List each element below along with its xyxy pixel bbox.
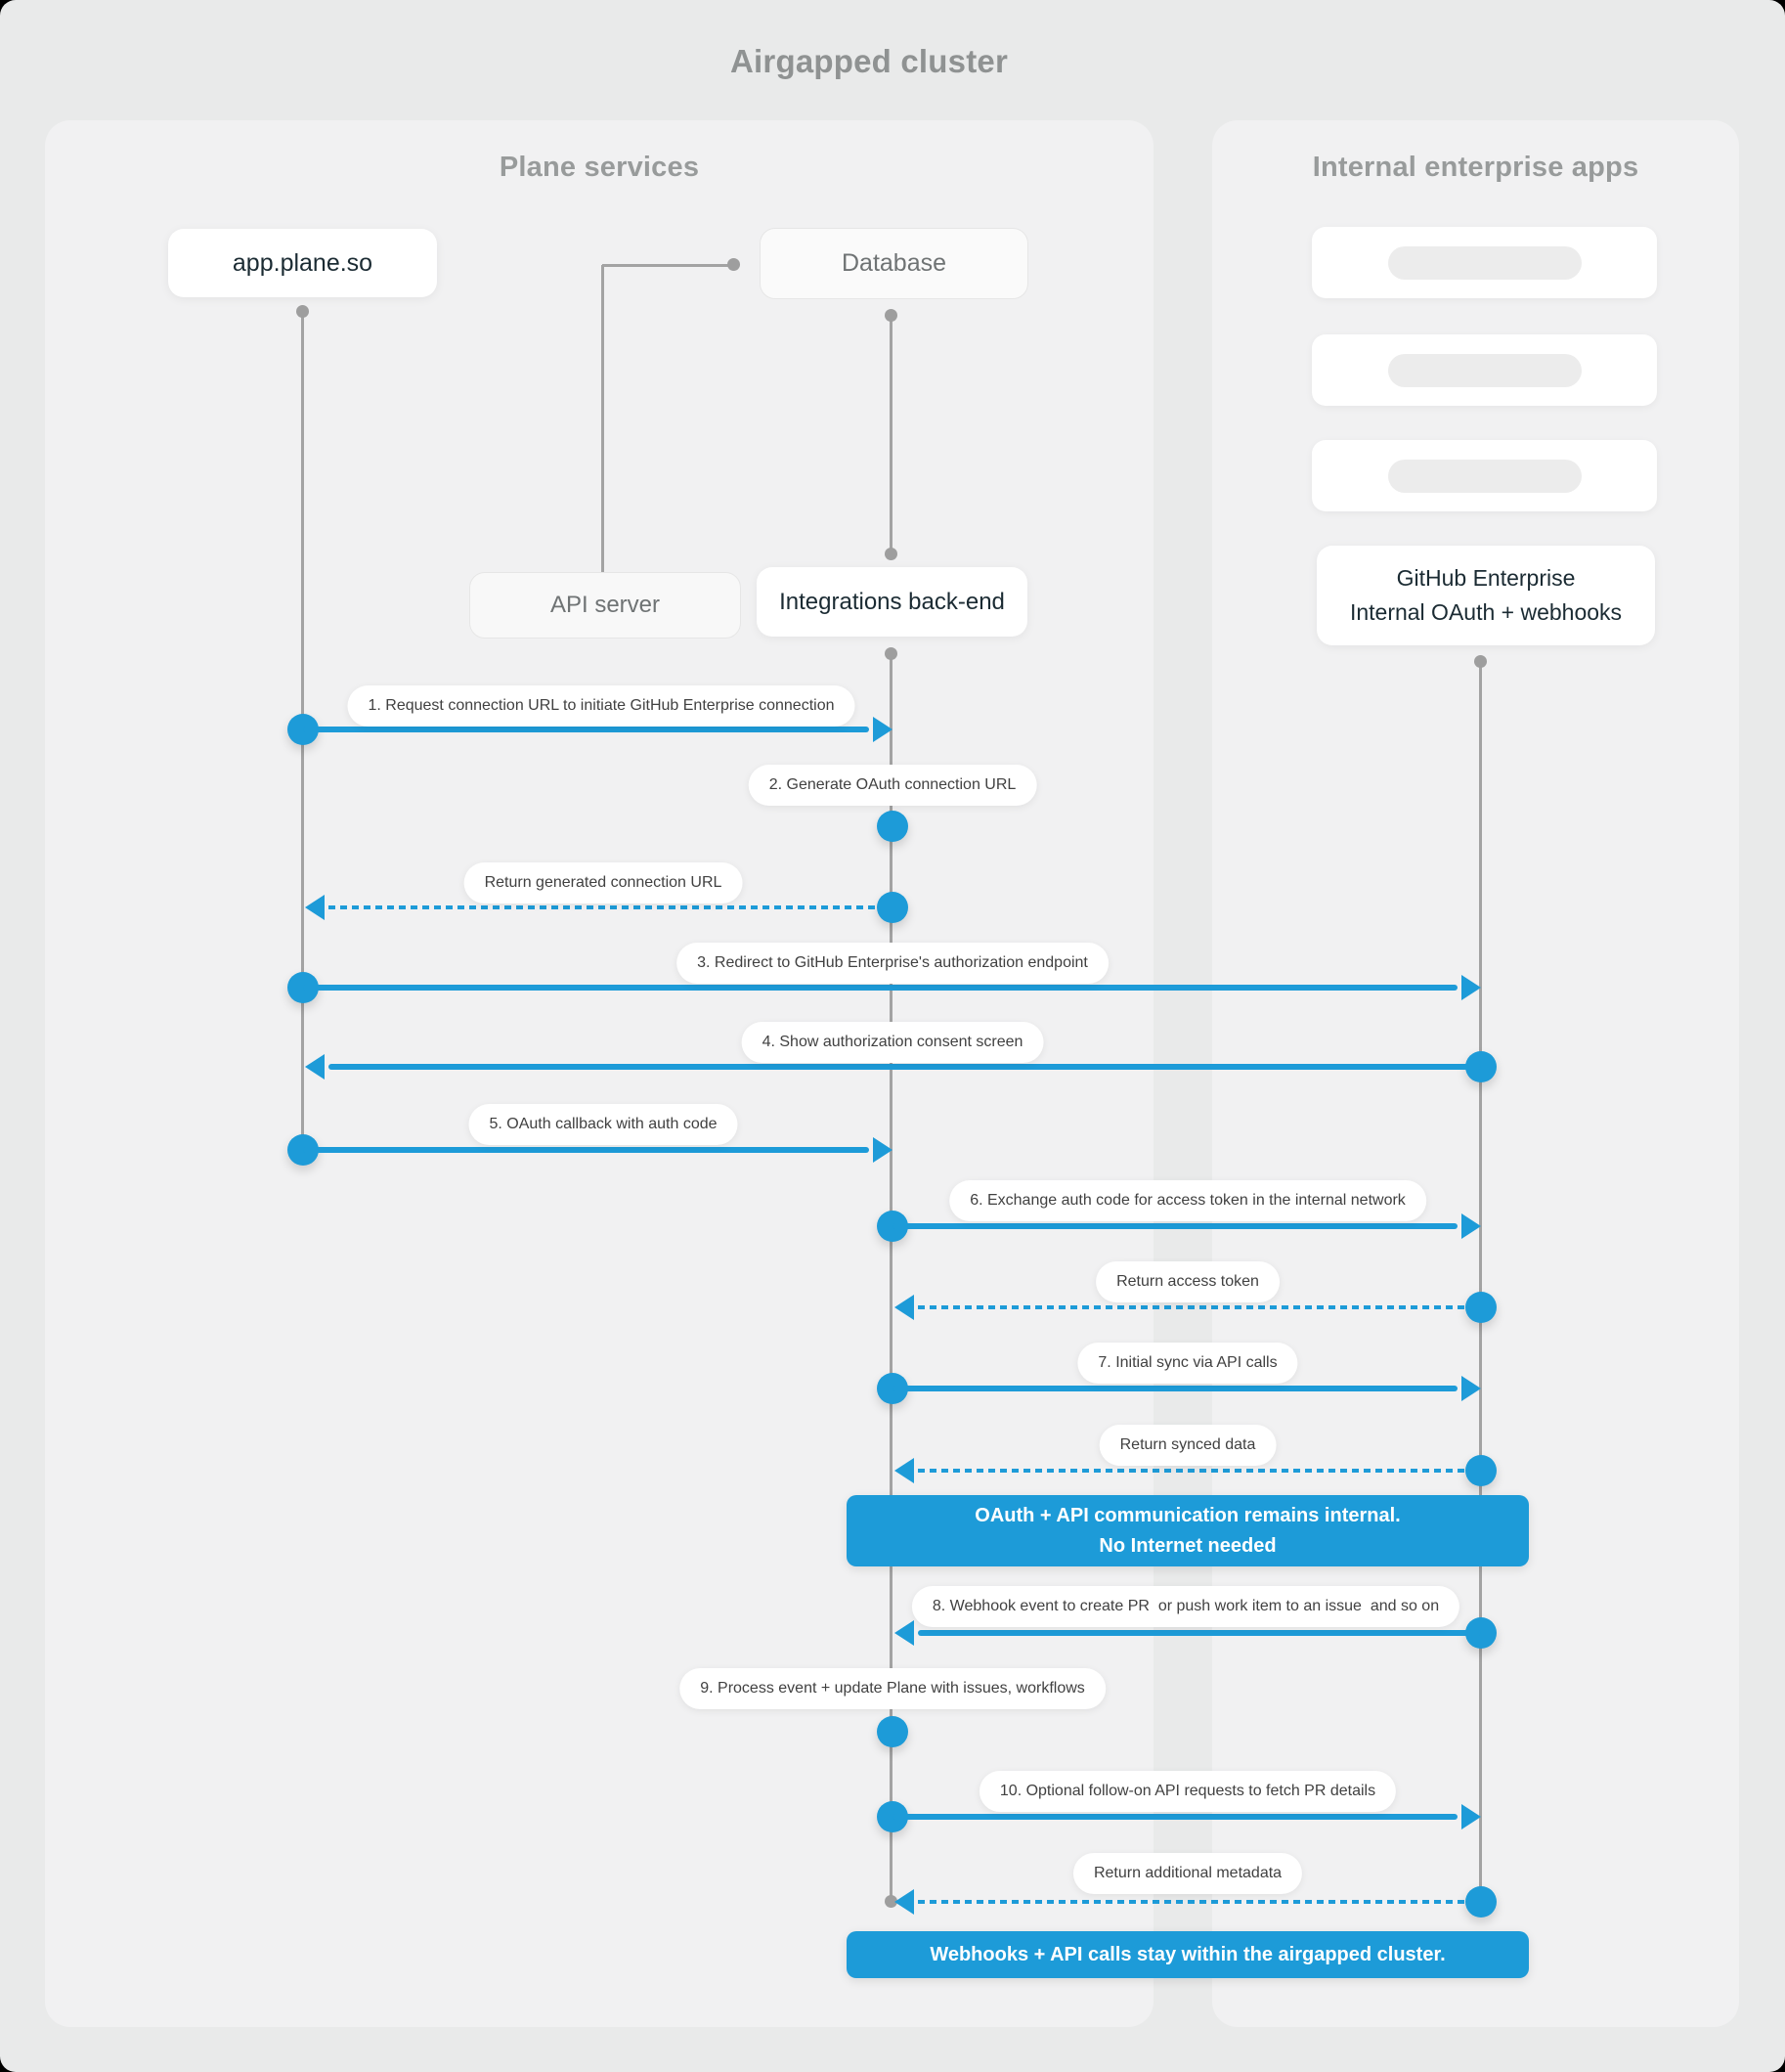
message-9-label: 9. Process event + update Plane with iss… [679, 1668, 1106, 1709]
message-dashed-line [918, 1305, 1481, 1309]
plane-services-panel [45, 120, 1154, 2027]
message-1-arrow [287, 714, 892, 745]
message-dashed-line [918, 1469, 1481, 1473]
node-database-label: Database [841, 249, 947, 277]
placeholder-pill [1387, 245, 1582, 280]
message-2-self-dot [877, 811, 908, 842]
message-dashed-line [918, 1900, 1481, 1904]
message-dashed-line [328, 905, 892, 909]
message-4-arrow [305, 1051, 1497, 1082]
plane-services-header: Plane services [499, 152, 700, 183]
message-10-label: 10. Optional follow-on API requests to f… [979, 1771, 1397, 1812]
node-integrations-backend: Integrations back-end [757, 567, 1027, 637]
arrowhead-left-icon [305, 1054, 325, 1080]
api-server-connector-horizontal [602, 264, 733, 267]
banner-line1: Webhooks + API calls stay within the air… [930, 1943, 1446, 1965]
lifeline-dot-database-bottom [885, 548, 897, 560]
internal-enterprise-apps-header: Internal enterprise apps [1312, 152, 1639, 183]
node-github-enterprise: GitHub Enterprise Internal OAuth + webho… [1317, 546, 1655, 645]
node-app-plane-so: app.plane.so [168, 229, 437, 297]
message-line [303, 985, 1458, 991]
message-line [303, 1147, 869, 1153]
message-6-arrow [877, 1211, 1481, 1242]
placeholder-app-card [1312, 334, 1657, 406]
return-access-token-label: Return access token [1096, 1261, 1280, 1302]
arrowhead-left-icon [894, 1295, 914, 1320]
return-additional-metadata-label: Return additional metadata [1072, 1853, 1303, 1894]
node-api-server-label: API server [549, 592, 661, 618]
message-10-arrow [877, 1801, 1481, 1832]
placeholder-pill [1387, 459, 1582, 493]
message-line [328, 1064, 1481, 1070]
arrowhead-left-icon [305, 895, 325, 920]
node-app-plane-so-label: app.plane.so [232, 248, 373, 277]
api-server-connector-vertical [601, 265, 604, 572]
return-access-token-arrow [894, 1292, 1497, 1323]
return-generated-url-arrow [305, 892, 908, 923]
message-line [303, 727, 869, 732]
lifeline-integrations-backend [890, 653, 892, 1902]
placeholder-app-card [1312, 227, 1657, 298]
message-9-self-dot [877, 1716, 908, 1747]
return-synced-data-label: Return synced data [1099, 1425, 1277, 1466]
diagram-title: Airgapped cluster [730, 43, 1008, 79]
lifeline-github-enterprise [1479, 661, 1482, 1902]
node-github-enterprise-label-line1: GitHub Enterprise [1396, 565, 1576, 591]
message-8-arrow [894, 1617, 1497, 1649]
message-2-label: 2. Generate OAuth connection URL [748, 765, 1037, 806]
lifeline-dot-integrations-top [885, 647, 897, 660]
node-github-enterprise-label-line2: Internal OAuth + webhooks [1349, 599, 1623, 625]
arrowhead-right-icon [1461, 975, 1481, 1000]
message-line [892, 1386, 1458, 1391]
banner-line1: OAuth + API communication remains intern… [975, 1504, 1401, 1526]
internal-communication-banner: OAuth + API communication remains intern… [847, 1495, 1529, 1566]
message-8-label: 8. Webhook event to create PR or push wo… [911, 1586, 1460, 1627]
node-database: Database [760, 228, 1028, 299]
node-api-server: API server [469, 572, 741, 639]
airgapped-cluster-banner: Webhooks + API calls stay within the air… [847, 1931, 1529, 1978]
message-7-label: 7. Initial sync via API calls [1077, 1343, 1298, 1384]
arrowhead-right-icon [1461, 1804, 1481, 1830]
node-integrations-backend-label: Integrations back-end [779, 588, 1005, 615]
lifeline-dot-github-top [1474, 655, 1487, 668]
arrowhead-left-icon [894, 1458, 914, 1483]
message-7-arrow [877, 1373, 1481, 1404]
lifeline-dot-integrations-bottom [885, 1895, 897, 1908]
message-line [892, 1223, 1458, 1229]
return-synced-data-arrow [894, 1455, 1497, 1486]
message-3-label: 3. Redirect to GitHub Enterprise's autho… [676, 943, 1109, 984]
message-line [892, 1814, 1458, 1820]
banner-line2: No Internet needed [1099, 1534, 1277, 1557]
lifeline-database [890, 315, 892, 554]
return-generated-url-label: Return generated connection URL [463, 862, 743, 904]
arrowhead-right-icon [873, 717, 892, 742]
message-line [918, 1630, 1481, 1636]
placeholder-app-card [1312, 440, 1657, 511]
message-5-label: 5. OAuth callback with auth code [468, 1104, 738, 1145]
message-6-label: 6. Exchange auth code for access token i… [949, 1180, 1426, 1221]
return-additional-metadata-arrow [894, 1886, 1497, 1918]
lifeline-dot-app-top [296, 305, 309, 318]
message-1-label: 1. Request connection URL to initiate Gi… [347, 685, 855, 727]
message-3-arrow [287, 972, 1481, 1003]
arrowhead-right-icon [873, 1137, 892, 1163]
placeholder-pill [1387, 353, 1582, 387]
arrowhead-right-icon [1461, 1376, 1481, 1401]
connector-endpoint-dot [727, 258, 740, 271]
arrowhead-left-icon [894, 1620, 914, 1646]
arrowhead-left-icon [894, 1889, 914, 1915]
lifeline-dot-database-top [885, 309, 897, 322]
message-4-label: 4. Show authorization consent screen [741, 1022, 1044, 1063]
message-5-arrow [287, 1134, 892, 1166]
arrowhead-right-icon [1461, 1213, 1481, 1239]
